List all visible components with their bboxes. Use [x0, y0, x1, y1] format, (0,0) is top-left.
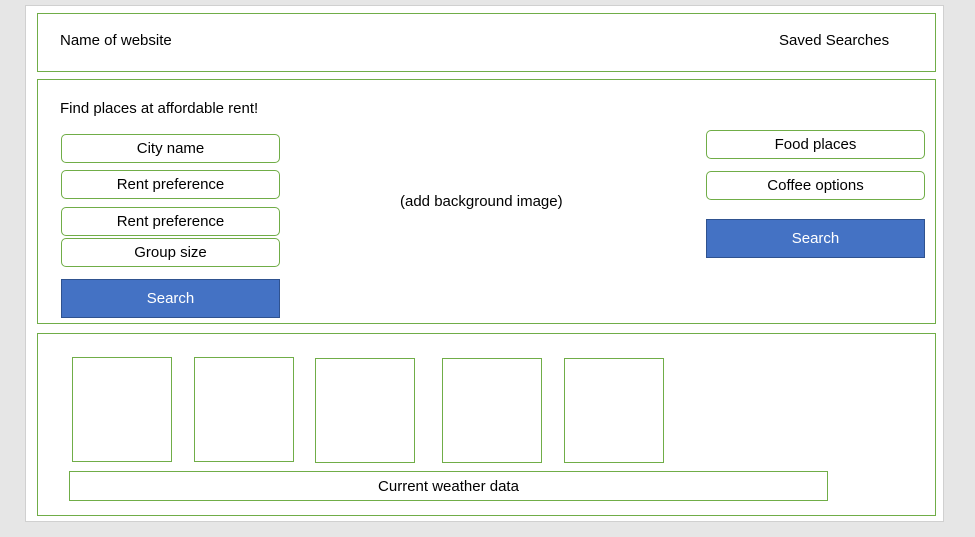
- weather-data-bar: Current weather data: [69, 471, 828, 501]
- group-size-field[interactable]: Group size: [61, 238, 280, 267]
- food-places-label: Food places: [774, 136, 857, 153]
- result-card[interactable]: [315, 358, 415, 463]
- result-card[interactable]: [564, 358, 664, 463]
- search-button-right-label: Search: [791, 230, 840, 247]
- site-name[interactable]: Name of website: [60, 32, 172, 49]
- results-panel: Current weather data: [37, 333, 936, 516]
- group-size-label: Group size: [134, 244, 207, 261]
- city-name-field[interactable]: City name: [61, 134, 280, 163]
- background-image-note: (add background image): [400, 193, 563, 210]
- rent-preference-field-2[interactable]: Rent preference: [61, 207, 280, 236]
- coffee-options-field[interactable]: Coffee options: [706, 171, 925, 200]
- result-card[interactable]: [72, 357, 172, 462]
- tagline: Find places at affordable rent!: [60, 100, 259, 117]
- search-panel: Find places at affordable rent! City nam…: [37, 79, 936, 324]
- saved-searches-link[interactable]: Saved Searches: [779, 32, 890, 49]
- weather-data-label: Current weather data: [378, 477, 519, 495]
- city-name-label: City name: [136, 140, 205, 157]
- search-button-left[interactable]: Search: [61, 279, 280, 318]
- rent-preference-field[interactable]: Rent preference: [61, 170, 280, 199]
- result-card[interactable]: [442, 358, 542, 463]
- result-card[interactable]: [194, 357, 294, 462]
- search-button-left-label: Search: [146, 290, 195, 307]
- food-places-field[interactable]: Food places: [706, 130, 925, 159]
- wireframe-canvas: Name of website Saved Searches Find plac…: [25, 5, 944, 522]
- search-button-right[interactable]: Search: [706, 219, 925, 258]
- rent-preference-label-2: Rent preference: [116, 213, 225, 230]
- rent-preference-label: Rent preference: [116, 176, 225, 193]
- header-bar: Name of website Saved Searches: [37, 13, 936, 72]
- coffee-options-label: Coffee options: [767, 177, 864, 194]
